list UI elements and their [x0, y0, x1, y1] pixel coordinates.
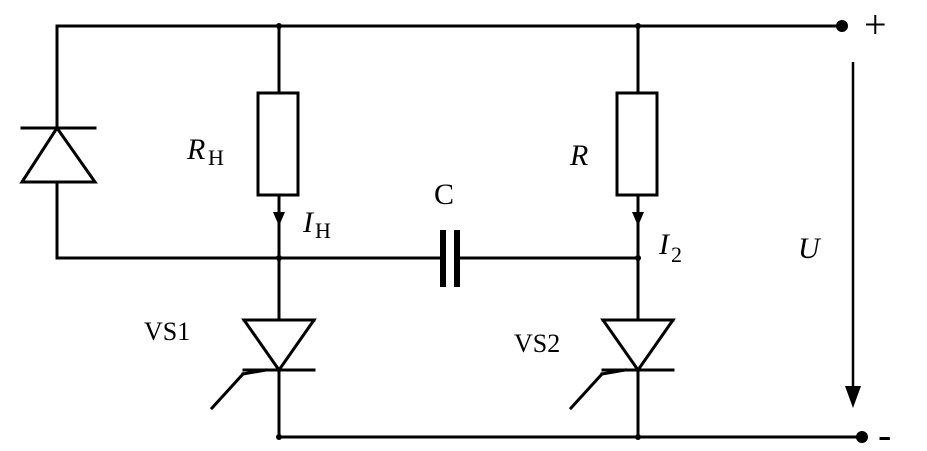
junction-right-mid	[635, 255, 641, 261]
resistor-rh	[256, 91, 300, 197]
right-column	[568, 24, 676, 439]
capacitor-c	[277, 230, 640, 287]
label-ih-sub: H	[315, 218, 331, 243]
vs1-gate-lead	[209, 371, 246, 411]
label-rh-sub: H	[208, 145, 224, 170]
diode-branch	[19, 24, 281, 260]
label-r: R	[569, 139, 588, 172]
left-column	[209, 24, 317, 439]
vs1-triangle	[241, 318, 317, 373]
label-rh: R	[186, 133, 205, 166]
label-vs1: VS1	[144, 317, 190, 346]
ih-arrow	[273, 212, 285, 226]
vs2-triangle	[600, 318, 676, 373]
label-minus: -	[878, 412, 891, 451]
vs2-gate	[600, 368, 627, 376]
label-u: U	[798, 232, 822, 265]
label-i2-sub: 2	[671, 242, 682, 267]
label-plus: +	[864, 2, 887, 47]
label-c: C	[434, 178, 454, 211]
i2-arrow	[632, 212, 644, 226]
junction-left-mid	[276, 255, 282, 261]
junction-right-bottom	[635, 434, 641, 440]
label-i2: I	[658, 228, 671, 261]
junction-left-bottom	[276, 434, 282, 440]
resistor-r	[615, 91, 659, 197]
label-vs2: VS2	[514, 329, 560, 358]
terminal-minus	[856, 431, 868, 443]
voltage-u-arrow	[845, 62, 861, 408]
junction-left-top	[276, 23, 282, 29]
diode-triangle	[19, 125, 98, 184]
terminal-plus	[836, 20, 848, 32]
u-arrow-head	[845, 386, 861, 408]
label-ih: I	[302, 206, 315, 239]
vs1-gate	[241, 368, 268, 376]
junction-right-top	[635, 23, 641, 29]
vs2-gate-lead	[568, 371, 605, 411]
